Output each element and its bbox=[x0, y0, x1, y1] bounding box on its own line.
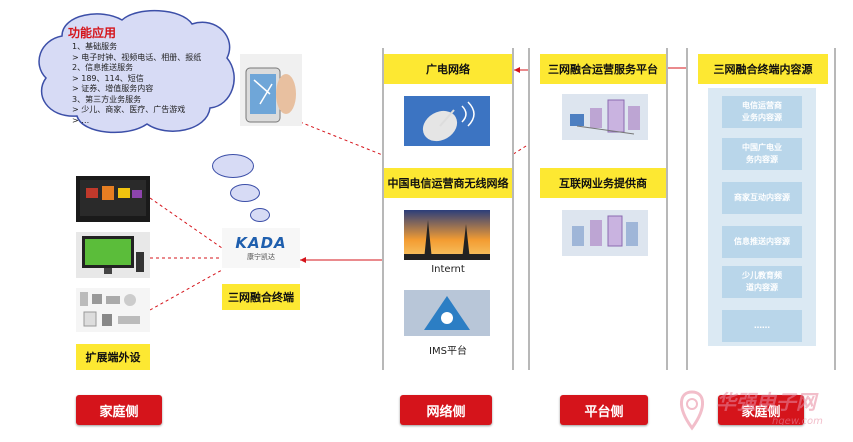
content-item-more: …… bbox=[722, 310, 802, 342]
server-image-2 bbox=[562, 210, 648, 256]
tv-screen-icon bbox=[80, 180, 146, 216]
phone-icon bbox=[245, 67, 296, 123]
monitor-icon bbox=[82, 236, 144, 274]
thought-bubble bbox=[250, 208, 270, 222]
cloud-title: 功能应用 bbox=[68, 26, 117, 40]
antenna-tower-icon bbox=[404, 210, 490, 260]
thought-bubble bbox=[230, 184, 260, 202]
peripherals-image bbox=[76, 288, 150, 332]
cloud-line: > 少儿、商家、医疗、广告游戏 bbox=[72, 105, 186, 114]
terminal-label: 三网融合终端 bbox=[222, 284, 300, 310]
satellite-image bbox=[404, 96, 490, 146]
network-side-label: 网络侧 bbox=[400, 395, 492, 425]
cloud-line: > 证券、增值服务内容 bbox=[72, 84, 154, 93]
ims-image bbox=[404, 290, 490, 336]
content-side-label: 家庭侧 bbox=[718, 395, 804, 425]
internet-label: Internt bbox=[431, 264, 465, 275]
kada-terminal: KADA 康宁凯达 bbox=[222, 228, 300, 268]
content-item-telecom: 电信运营商 业务内容源 bbox=[722, 96, 802, 128]
function-cloud: 功能应用 1、基础服务 > 电子时钟、视频电话、相册、报纸 2、信息推送服务 >… bbox=[32, 6, 238, 138]
content-item-push: 信息推送内容源 bbox=[722, 226, 802, 258]
home-side-label: 家庭侧 bbox=[76, 395, 162, 425]
peripheral-label: 扩展端外设 bbox=[76, 344, 150, 370]
content-source-title: 三网融合终端内容源 bbox=[698, 54, 828, 84]
platform-side-label: 平台侧 bbox=[560, 395, 648, 425]
kada-logo-sub: 康宁凯达 bbox=[247, 253, 275, 261]
kada-logo: KADA bbox=[235, 234, 287, 252]
content-item-merchant: 商家互动内容源 bbox=[722, 182, 802, 214]
internet-service-provider: 互联网业务提供商 bbox=[540, 168, 666, 198]
telecom-wireless-network: 中国电信运营商无线网络 bbox=[384, 168, 512, 198]
tv-image-2 bbox=[76, 232, 150, 278]
cloud-line: 2、信息推送服务 bbox=[72, 63, 134, 72]
cloud-shape bbox=[38, 10, 235, 134]
content-item-children: 少儿教育频 道内容源 bbox=[722, 266, 802, 298]
watermark: 华强电子网 hqew.com bbox=[672, 384, 848, 440]
server-cluster-icon bbox=[562, 210, 648, 256]
satellite-dish-icon bbox=[404, 96, 490, 146]
watermark-logo-icon bbox=[680, 390, 704, 431]
cloud-line: 1、基础服务 bbox=[72, 42, 118, 51]
cloud-line: 3、第三方业务服务 bbox=[72, 94, 142, 104]
broadcast-network: 广电网络 bbox=[384, 54, 512, 84]
server-rack-icon bbox=[562, 94, 648, 140]
cloud-line: > 189、114、短信 bbox=[72, 73, 144, 83]
watermark-brand: 华强电子网 bbox=[716, 390, 816, 414]
watermark-url: hqew.com bbox=[772, 416, 823, 427]
cloud-line: > … bbox=[72, 115, 90, 125]
ims-triangle-icon bbox=[404, 290, 490, 336]
server-image-1 bbox=[562, 94, 648, 140]
gadgets-icon bbox=[80, 292, 140, 327]
ims-label: IMS平台 bbox=[429, 346, 467, 357]
smartphone-image bbox=[240, 54, 302, 126]
cloud-line: > 电子时钟、视频电话、相册、报纸 bbox=[72, 52, 202, 62]
content-source-panel bbox=[708, 88, 816, 346]
thought-bubble bbox=[212, 154, 254, 178]
tv-image-1 bbox=[76, 176, 150, 222]
content-item-broadcast: 中国广电业 务内容源 bbox=[722, 138, 802, 170]
cloud-list: 1、基础服务 > 电子时钟、视频电话、相册、报纸 2、信息推送服务 > 189、… bbox=[72, 42, 232, 126]
service-platform: 三网融合运营服务平台 bbox=[540, 54, 666, 84]
tower-image bbox=[404, 210, 490, 260]
